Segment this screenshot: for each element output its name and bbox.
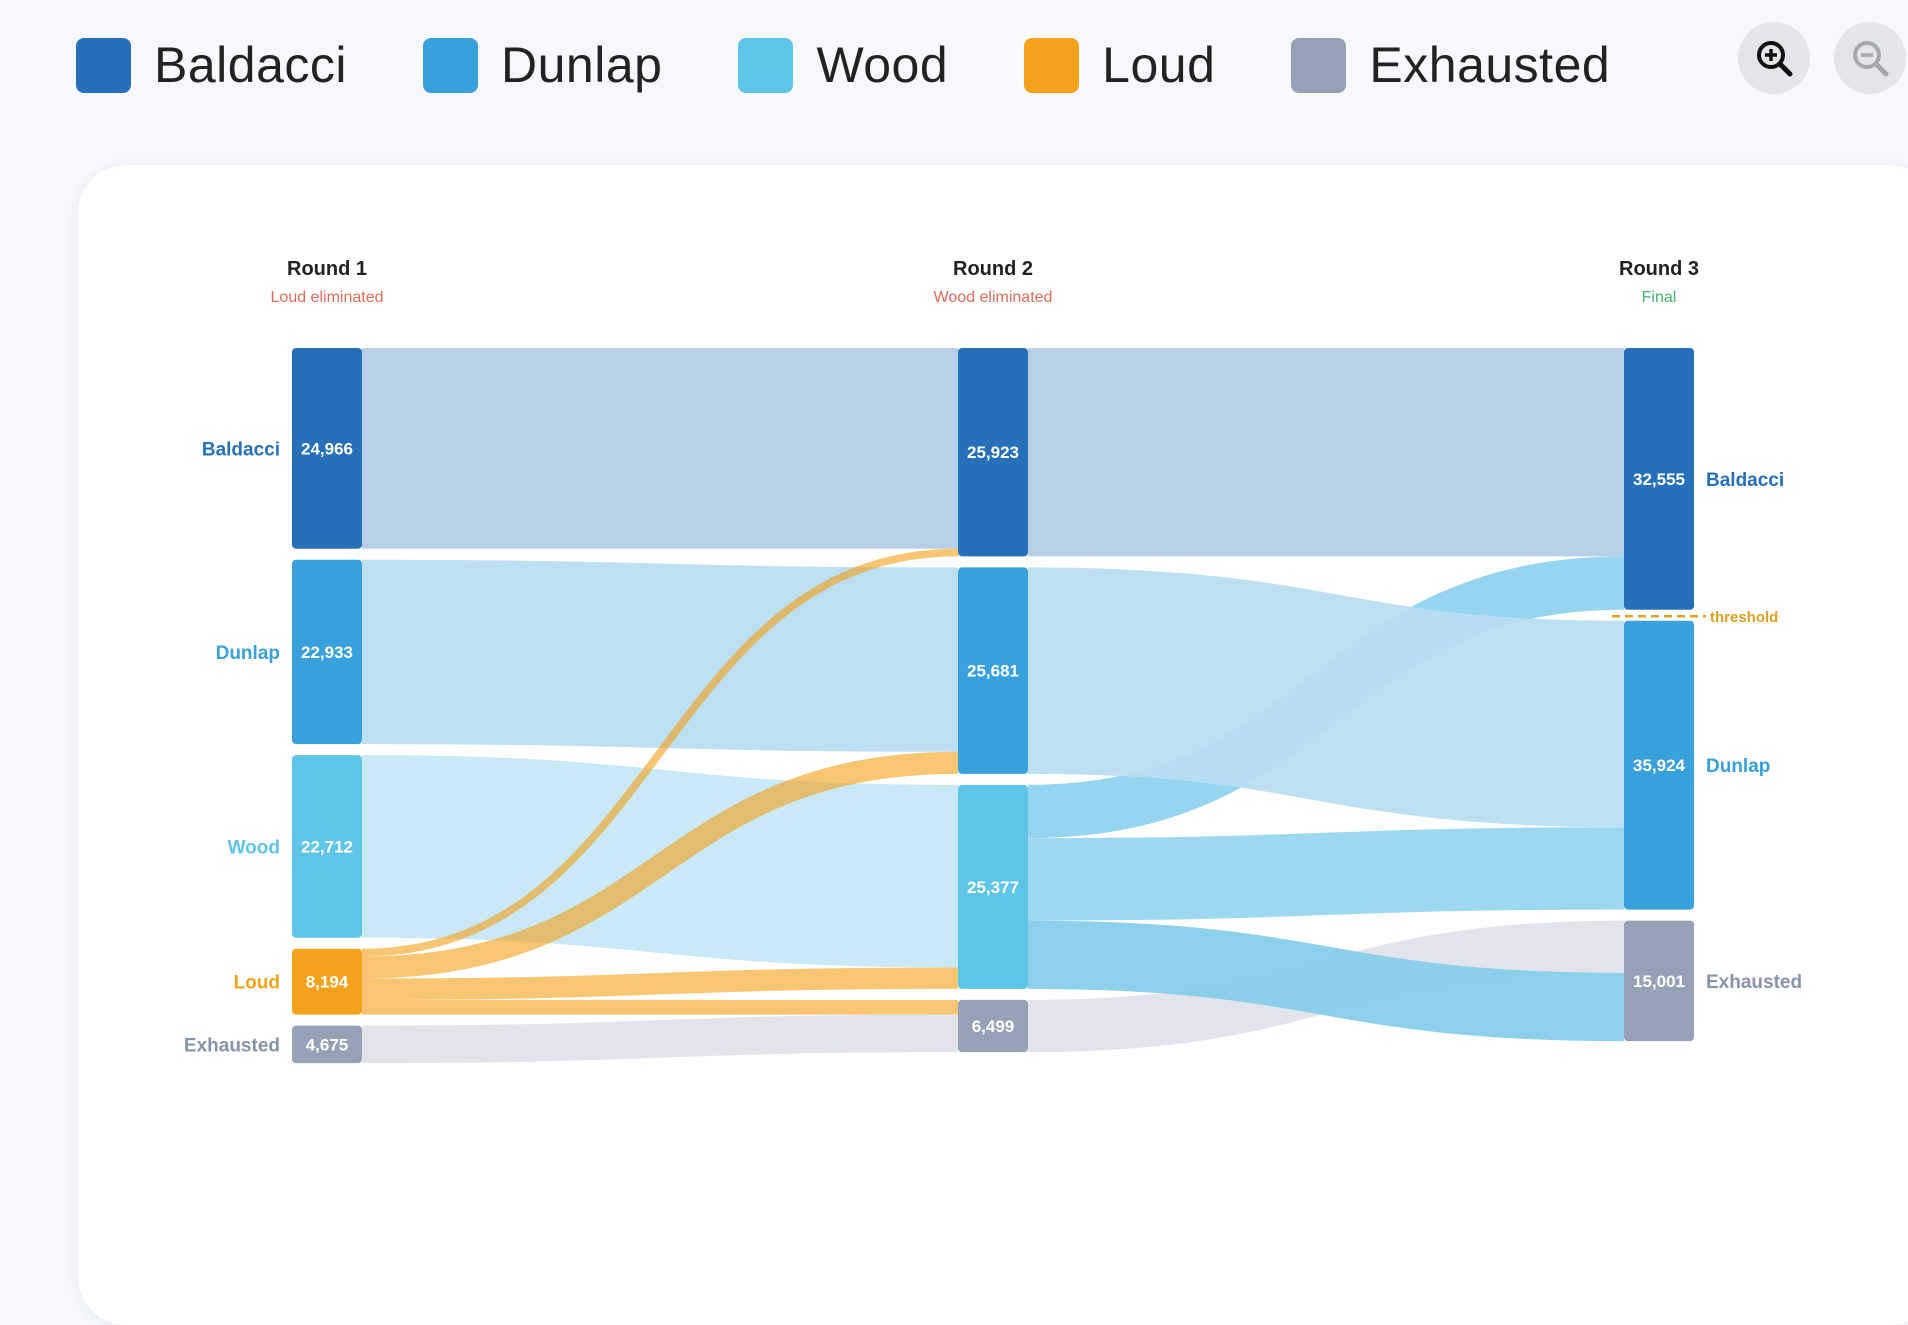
node-label-r3-baldacci: Baldacci bbox=[1706, 470, 1784, 491]
node-r1-baldacci bbox=[292, 348, 362, 549]
node-value-r2-wood: 25,377 bbox=[967, 878, 1019, 897]
node-r1-wood bbox=[292, 755, 362, 938]
node-label-r1-exhausted: Exhausted bbox=[184, 1035, 280, 1056]
legend: Baldacci Dunlap Wood Loud Exhausted bbox=[76, 36, 1686, 94]
node-r2-dunlap bbox=[958, 567, 1028, 774]
node-value-r1-dunlap: 22,933 bbox=[301, 643, 353, 662]
zoom-in-icon bbox=[1757, 41, 1793, 77]
node-label-r1-dunlap: Dunlap bbox=[216, 643, 280, 664]
threshold-label: threshold bbox=[1710, 609, 1778, 626]
round-title-1: Round 1 bbox=[287, 258, 367, 280]
legend-label-baldacci: Baldacci bbox=[154, 37, 347, 93]
node-value-r2-exhausted: 6,499 bbox=[972, 1017, 1015, 1036]
legend-item-loud[interactable]: Loud bbox=[1024, 36, 1215, 94]
flow-r1-dunlap-to-r2-dunlap bbox=[361, 559, 959, 752]
node-value-r1-baldacci: 24,966 bbox=[301, 439, 353, 458]
node-value-r1-exhausted: 4,675 bbox=[306, 1035, 349, 1054]
legend-swatch-dunlap bbox=[423, 37, 478, 93]
flow-r1-loud-to-r2-baldacci bbox=[361, 548, 959, 957]
node-value-r2-dunlap: 25,681 bbox=[967, 662, 1019, 681]
round-subtitle-1: Loud eliminated bbox=[271, 289, 384, 306]
node-r3-exhausted bbox=[1624, 920, 1694, 1042]
zoom-out-button[interactable] bbox=[1834, 22, 1906, 94]
round-subtitle-2: Wood eliminated bbox=[934, 289, 1053, 306]
node-r3-baldacci bbox=[1624, 348, 1694, 610]
node-r1-exhausted bbox=[292, 1025, 362, 1064]
flow-r2-wood-to-r3-exhausted bbox=[1027, 920, 1625, 1042]
node-r3-dunlap bbox=[1624, 620, 1694, 910]
flow-r2-wood-to-r3-dunlap bbox=[1027, 827, 1625, 921]
node-label-r3-exhausted: Exhausted bbox=[1706, 972, 1802, 993]
legend-swatch-loud bbox=[1024, 37, 1080, 93]
zoom-in-button[interactable] bbox=[1738, 22, 1810, 94]
node-value-r1-wood: 22,712 bbox=[301, 837, 353, 856]
round-title-2: Round 2 bbox=[953, 258, 1033, 280]
legend-label-dunlap: Dunlap bbox=[501, 37, 663, 93]
node-r2-baldacci bbox=[958, 348, 1028, 557]
legend-swatch-exhausted bbox=[1291, 37, 1347, 93]
legend-swatch-wood bbox=[738, 37, 794, 93]
legend-item-wood[interactable]: Wood bbox=[738, 36, 948, 94]
sankey-chart: 24,966Baldacci22,933Dunlap22,712Wood8,19… bbox=[184, 258, 1802, 1064]
legend-item-baldacci[interactable]: Baldacci bbox=[76, 36, 347, 94]
node-label-r1-baldacci: Baldacci bbox=[202, 439, 280, 460]
node-r1-dunlap bbox=[292, 559, 362, 745]
node-label-r1-wood: Wood bbox=[228, 837, 280, 858]
legend-label-wood: Wood bbox=[816, 37, 949, 93]
node-value-r1-loud: 8,194 bbox=[306, 973, 349, 992]
flow-r1-loud-to-r2-wood bbox=[361, 967, 959, 1000]
node-value-r3-dunlap: 35,924 bbox=[1633, 756, 1686, 775]
round-subtitle-3: Final bbox=[1642, 289, 1677, 306]
flow-r2-dunlap-to-r3-dunlap bbox=[1027, 567, 1625, 828]
round-title-3: Round 3 bbox=[1619, 258, 1699, 280]
node-label-r1-loud: Loud bbox=[234, 973, 280, 994]
flow-r1-loud-to-r2-dunlap bbox=[361, 751, 959, 979]
node-value-r3-baldacci: 32,555 bbox=[1633, 470, 1685, 489]
node-value-r3-exhausted: 15,001 bbox=[1633, 972, 1685, 991]
legend-item-exhausted[interactable]: Exhausted bbox=[1291, 36, 1610, 94]
flow-r1-exhausted-to-r2-exhausted bbox=[361, 1014, 959, 1064]
node-value-r2-baldacci: 25,923 bbox=[967, 443, 1019, 462]
legend-label-loud: Loud bbox=[1102, 37, 1216, 93]
node-r1-loud bbox=[292, 948, 362, 1015]
zoom-out-icon bbox=[1853, 41, 1889, 77]
legend-label-exhausted: Exhausted bbox=[1369, 37, 1611, 93]
legend-item-dunlap[interactable]: Dunlap bbox=[423, 36, 662, 94]
legend-swatch-baldacci bbox=[76, 37, 131, 93]
node-label-r3-dunlap: Dunlap bbox=[1706, 756, 1770, 777]
node-r2-wood bbox=[958, 784, 1028, 989]
node-r2-exhausted bbox=[958, 999, 1028, 1053]
